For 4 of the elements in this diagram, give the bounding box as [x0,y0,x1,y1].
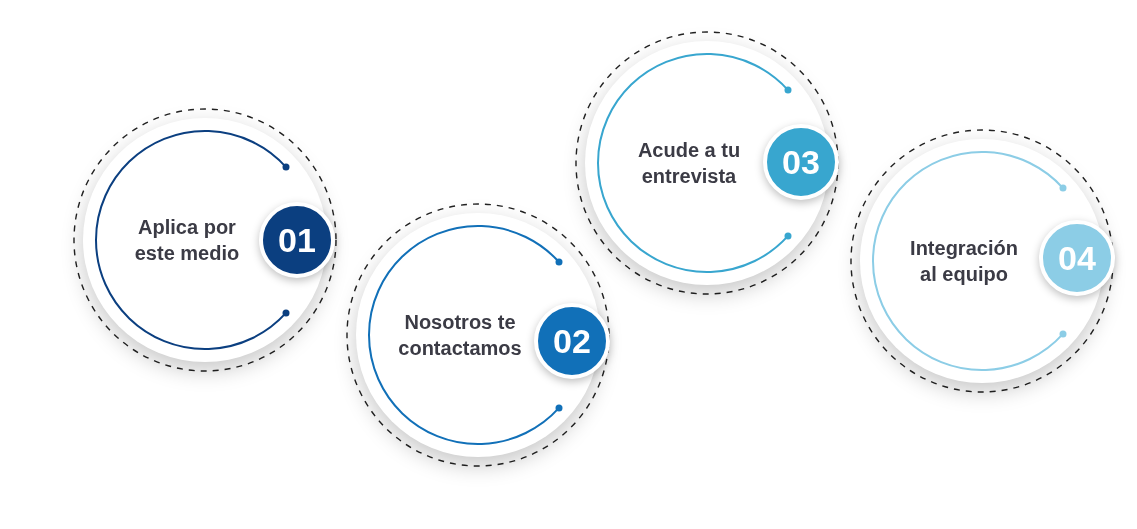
step-label: Integración al equipo [909,236,1019,287]
step-label: Acude a tu entrevista [636,138,742,189]
step-label: Aplica por este medio [133,215,241,266]
step-label: Nosotros te contactamos [397,310,523,361]
